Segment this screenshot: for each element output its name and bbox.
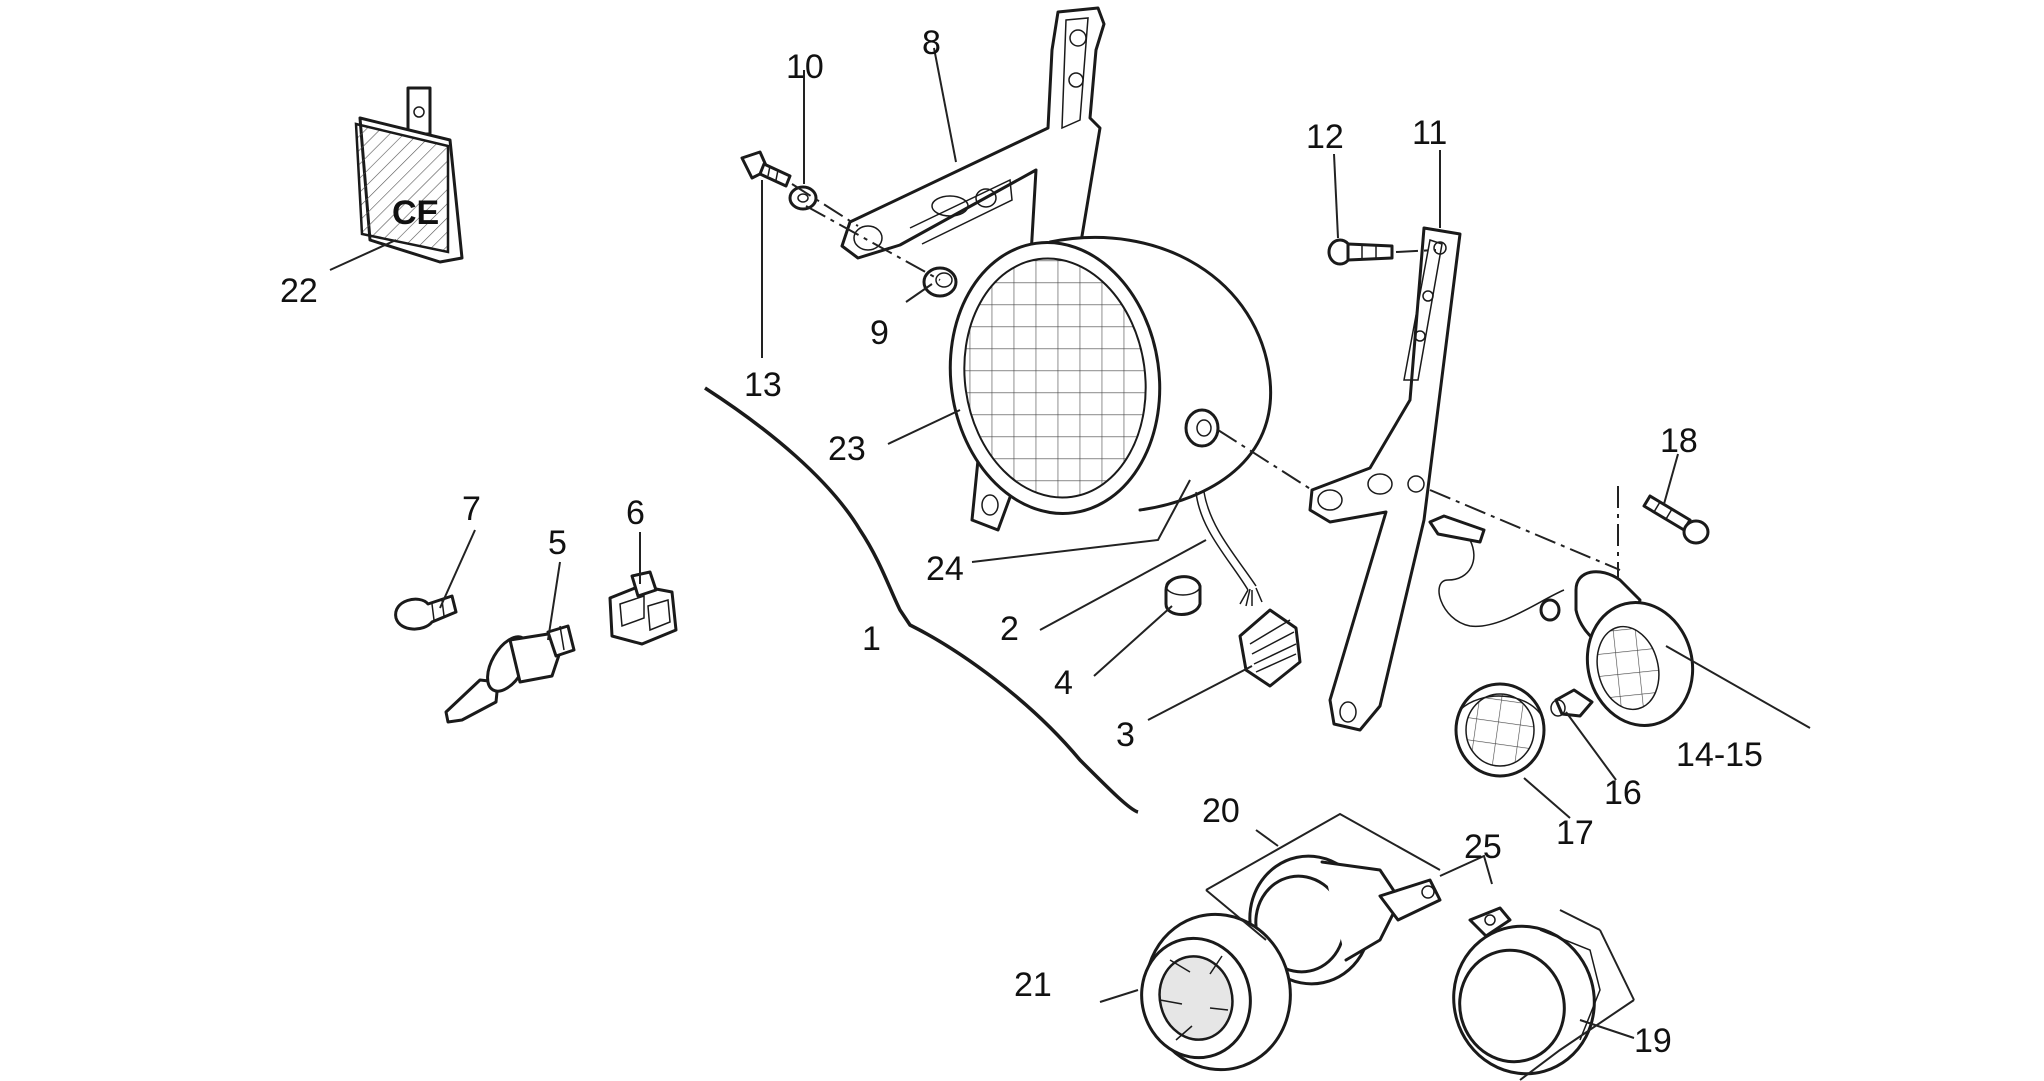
callout-9: 9 [870,314,889,352]
lens-17 [1454,682,1546,778]
callout-21: 21 [1014,966,1052,1004]
horn-19 [1452,906,1601,1076]
horn-cover-21 [1140,912,1292,1072]
ce-marking: CE [392,194,439,232]
callout-1: 1 [862,620,881,658]
callout-25: 25 [1464,828,1502,866]
lower-bracket [1308,226,1462,732]
callout-19: 19 [1634,1022,1672,1060]
callout-18: 18 [1660,422,1698,460]
washer-10 [788,185,818,211]
connector-3 [1238,608,1302,688]
leader-lines [329,47,1811,1081]
callout-17: 17 [1556,814,1594,852]
axis-headlight-bracket [1217,429,1313,491]
callout-3: 3 [1116,716,1135,754]
headlight [948,236,1273,532]
callout-20: 20 [1202,792,1240,830]
callout-14-15: 14-15 [1676,736,1763,774]
axis-bolt-12 [1395,249,1437,253]
halogen-bulb-5 [444,624,576,724]
callout-16: 16 [1604,774,1642,812]
callout-23: 23 [828,430,866,468]
callout-6: 6 [626,494,645,532]
callout-24: 24 [926,550,964,588]
callout-7: 7 [462,490,481,528]
callout-5: 5 [548,524,567,562]
grommet-4 [1164,575,1202,616]
bulb-16 [1550,688,1594,718]
callout-11: 11 [1412,114,1447,152]
callout-22: 22 [280,272,318,310]
upper-bracket [840,6,1106,280]
bulb-holder-6 [608,570,678,646]
screw-13 [740,150,792,188]
bulb-7 [394,594,458,631]
wiring-harness [1195,491,1263,607]
bolt-12 [1327,238,1394,266]
turn-signal-assembly [1428,514,1695,727]
axis-screw-13 [791,183,941,281]
bushing-9 [922,266,958,298]
axis-bracket-signal [1429,489,1621,571]
reflector-plate: CE [354,86,464,264]
callout-labels: 10 8 12 11 22 9 13 18 23 7 6 5 24 1 2 4 … [280,24,1763,1060]
callout-12: 12 [1306,118,1344,156]
callout-8: 8 [922,24,941,62]
fairing-edge [704,386,1139,814]
callout-10: 10 [786,48,824,86]
callout-2: 2 [1000,610,1019,648]
screw-18 [1642,494,1710,545]
callout-13: 13 [744,366,782,404]
callout-4: 4 [1054,664,1073,702]
